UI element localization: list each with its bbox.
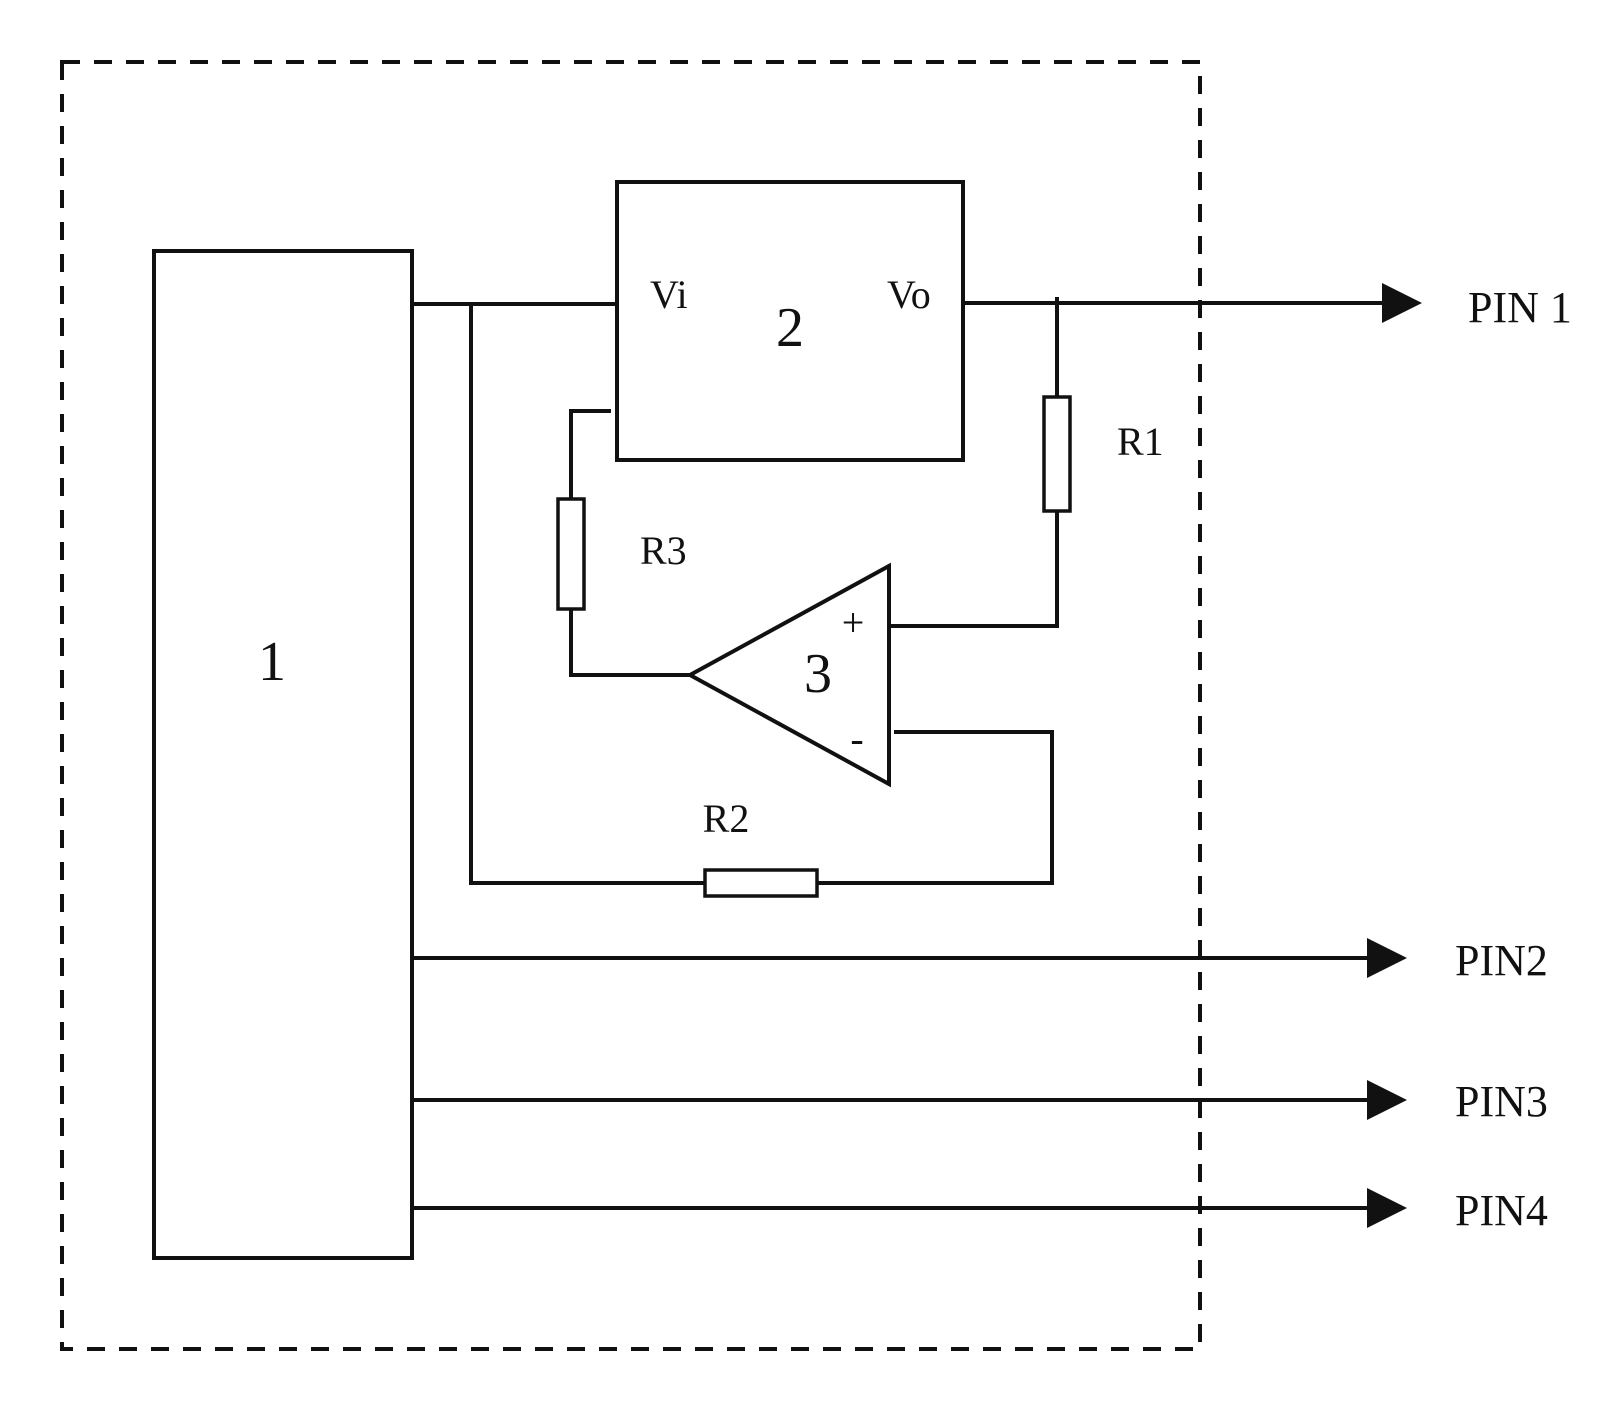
block-2-label: 2 <box>776 297 804 359</box>
wire-r2-to-minus <box>817 730 1054 885</box>
vi-port-label: Vi <box>650 272 688 317</box>
wire-vi-to-r2 <box>469 304 705 885</box>
resistor-r3 <box>556 497 586 611</box>
resistor-r3-label: R3 <box>640 528 687 573</box>
opamp-minus-label: - <box>850 716 863 761</box>
pin2-label: PIN2 <box>1455 936 1548 985</box>
opamp-plus-label: + <box>842 600 865 645</box>
vo-port-label: Vo <box>887 272 931 317</box>
module-boundary <box>60 60 1202 1351</box>
opamp-3 <box>685 562 891 788</box>
wire-adj-to-r3 <box>569 409 611 499</box>
resistor-r2-label: R2 <box>703 796 750 841</box>
pin3-label: PIN3 <box>1455 1077 1548 1126</box>
block-1-label: 1 <box>258 631 286 693</box>
pin4-label: PIN4 <box>1455 1186 1548 1235</box>
block-2 <box>615 180 965 462</box>
wire-r3-to-output <box>569 609 690 677</box>
resistor-r2 <box>703 868 819 898</box>
block-1 <box>152 249 414 1260</box>
pin1-label: PIN 1 <box>1468 283 1572 332</box>
opamp-3-label: 3 <box>804 643 832 705</box>
resistor-r1-label: R1 <box>1117 419 1164 464</box>
wire-r1-to-plus <box>889 511 1059 628</box>
resistor-r1 <box>1042 395 1072 513</box>
